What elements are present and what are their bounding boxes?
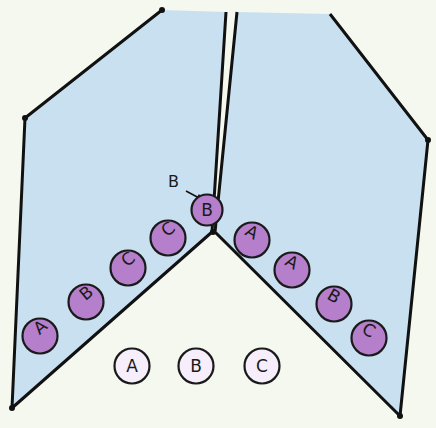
corner-dot	[210, 229, 216, 235]
callout-letter: B	[168, 172, 179, 191]
sphere-circle: B	[177, 347, 215, 385]
right-panel-fill	[215, 12, 428, 416]
corner-dot	[159, 7, 165, 13]
sphere-circle: B	[67, 283, 105, 321]
layer-letter: C	[243, 356, 281, 376]
corner-dot	[9, 405, 15, 411]
corner-dot	[425, 137, 431, 143]
right-panel-outline	[215, 12, 428, 416]
sphere-circle: A	[233, 221, 271, 259]
sphere-circle: C	[350, 319, 388, 357]
corner-dot	[397, 413, 403, 419]
layer-letter: B	[177, 356, 215, 376]
sphere-circle: C	[243, 347, 281, 385]
sphere-circle: C	[109, 249, 147, 287]
layer-letter: A	[113, 356, 151, 376]
sphere-circle: B	[190, 193, 224, 227]
left-panel-outline	[12, 10, 226, 408]
left-panel-fill	[12, 10, 226, 408]
layer-letter: B	[190, 200, 224, 220]
sphere-circle: A	[113, 347, 151, 385]
corner-dot	[22, 115, 28, 121]
sphere-circle: A	[273, 251, 311, 289]
sphere-circle: C	[149, 219, 187, 257]
sphere-circle: A	[21, 317, 59, 355]
sphere-circle: B	[315, 285, 353, 323]
